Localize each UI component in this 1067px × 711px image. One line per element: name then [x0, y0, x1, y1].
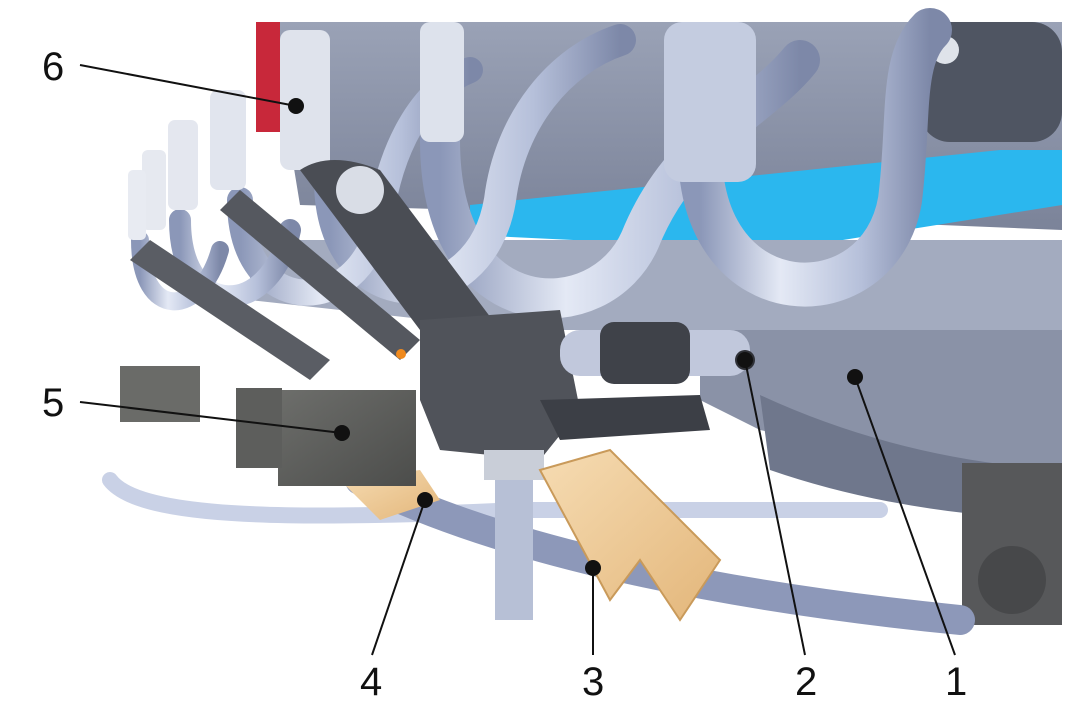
hose-bundle — [102, 8, 975, 635]
callout-label-2: 2 — [795, 660, 817, 704]
lever-main — [300, 160, 500, 370]
callout-dot-5 — [334, 425, 350, 441]
callout-dot-4 — [417, 492, 433, 508]
callout-labels: 1 2 3 4 5 6 — [42, 45, 967, 704]
callouts — [79, 64, 956, 656]
lever-arms — [130, 160, 500, 380]
right-housing-cap — [978, 546, 1046, 614]
callout-dot-3 — [585, 560, 601, 576]
nozzle-5 — [128, 170, 146, 240]
leader-line-5 — [79, 401, 343, 434]
block-3 — [120, 366, 200, 422]
dark-wing — [540, 395, 710, 440]
lever-3 — [130, 240, 330, 380]
fork — [538, 448, 722, 622]
callout-label-4: 4 — [360, 660, 382, 704]
callout-label-3: 3 — [582, 660, 604, 704]
callout-label-5: 5 — [42, 381, 64, 425]
nozzle-main — [280, 30, 330, 170]
hub-body — [420, 310, 580, 460]
leader-line-2 — [744, 359, 806, 656]
leader-line-1 — [854, 376, 956, 656]
block-2 — [236, 388, 282, 468]
main-rod — [345, 465, 975, 635]
nozzle-top-1 — [420, 22, 464, 142]
callout-label-1: 1 — [945, 660, 967, 704]
nozzles — [128, 22, 756, 240]
callout-dot-6 — [288, 98, 304, 114]
shaft-sleeve — [600, 322, 690, 384]
lever-2 — [220, 190, 420, 360]
nozzle-red-band — [256, 22, 280, 132]
leader-line-6 — [79, 64, 297, 107]
leader-line-4 — [371, 499, 426, 656]
hub-bolt — [484, 450, 544, 480]
orange-pin-1 — [396, 349, 406, 359]
central-hub — [420, 310, 755, 620]
nozzle-top-2 — [664, 22, 756, 182]
callout-dot-2 — [737, 352, 753, 368]
nozzle-4 — [142, 150, 166, 230]
hose-2 — [678, 8, 952, 307]
nozzle-2 — [210, 90, 246, 190]
callout-label-6: 6 — [42, 45, 64, 89]
callout-dot-1 — [847, 369, 863, 385]
lever-pivot — [336, 166, 384, 214]
vertical-post — [495, 480, 533, 620]
nozzle-3 — [168, 120, 198, 210]
